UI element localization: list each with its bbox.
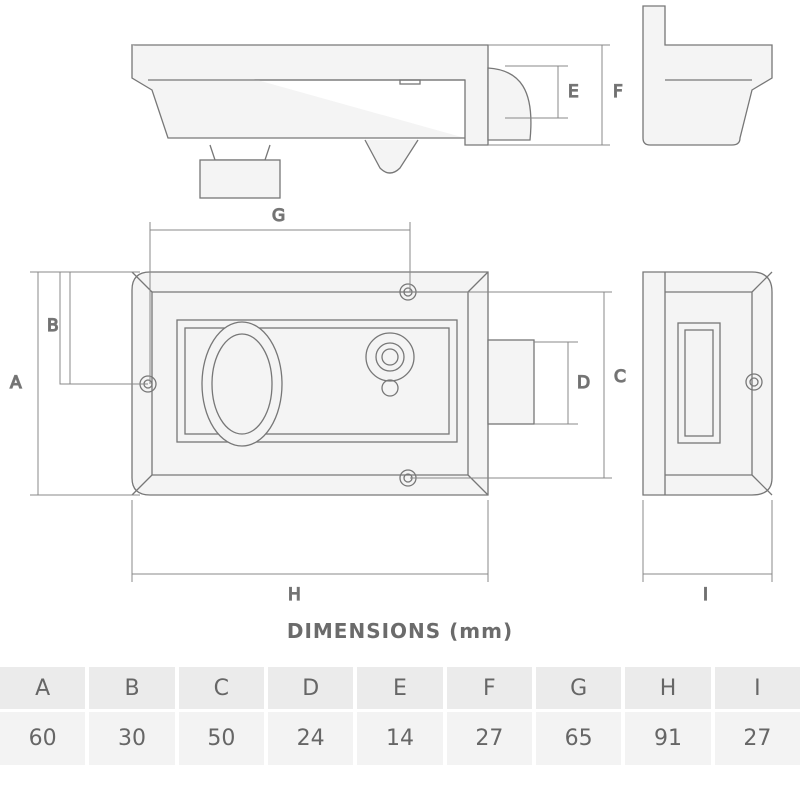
header-cell: C bbox=[178, 667, 264, 709]
label-A: A bbox=[10, 373, 22, 393]
lock-drawing: A B C D E F G H I bbox=[9, 5, 773, 606]
front-view bbox=[131, 271, 535, 496]
label-G: G bbox=[272, 206, 285, 226]
top-view bbox=[130, 44, 532, 199]
header-cell: I bbox=[714, 667, 800, 709]
value-cell: 50 bbox=[178, 712, 264, 765]
header-cell: H bbox=[625, 667, 711, 709]
header-cell: D bbox=[268, 667, 354, 709]
dimension-lines bbox=[30, 44, 773, 582]
header-cell: B bbox=[89, 667, 175, 709]
value-cell: 65 bbox=[536, 712, 622, 765]
label-D: D bbox=[577, 373, 590, 393]
header-cell: A bbox=[0, 667, 86, 709]
label-C: C bbox=[614, 367, 626, 387]
value-cell: 91 bbox=[625, 712, 711, 765]
side-view-top bbox=[642, 5, 773, 146]
label-F: F bbox=[613, 82, 623, 102]
header-cell: E bbox=[357, 667, 443, 709]
label-B: B bbox=[47, 316, 59, 336]
side-view-front bbox=[642, 271, 773, 496]
dimensions-title: DIMENSIONS (mm) bbox=[286, 619, 514, 643]
label-H: H bbox=[288, 585, 301, 605]
label-I: I bbox=[703, 585, 708, 605]
header-cell: F bbox=[446, 667, 532, 709]
header-cell: G bbox=[536, 667, 622, 709]
value-cell: 60 bbox=[0, 712, 86, 765]
label-E: E bbox=[568, 82, 579, 102]
value-cell: 27 bbox=[714, 712, 800, 765]
value-cell: 30 bbox=[89, 712, 175, 765]
value-cell: 24 bbox=[268, 712, 354, 765]
value-cell: 14 bbox=[357, 712, 443, 765]
value-cell: 27 bbox=[446, 712, 532, 765]
dimensions-table: A B C D E F G H I 60 30 50 24 14 27 65 9… bbox=[0, 667, 800, 765]
